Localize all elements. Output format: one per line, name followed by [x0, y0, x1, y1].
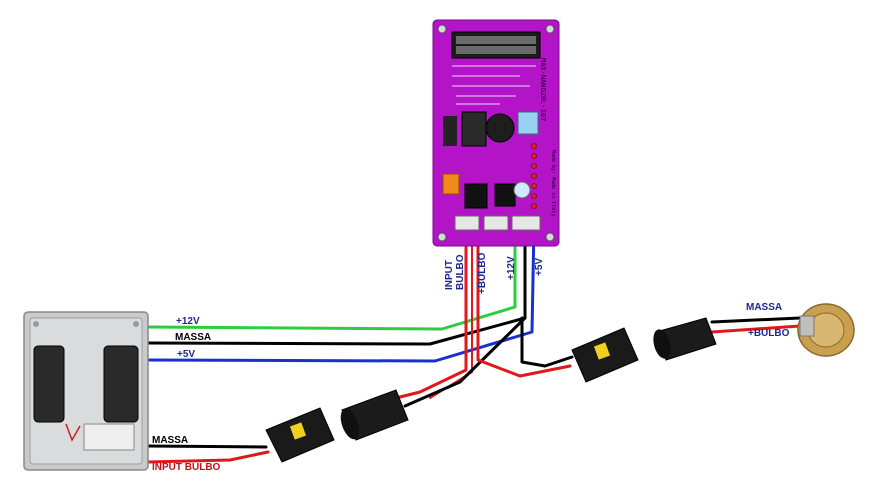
mount-hole-bl: [437, 232, 447, 242]
wire-plus-bulbo-red: [476, 223, 572, 378]
wire-ecu-input-bulbo: [146, 450, 270, 464]
label-plus-5v-board: +5V: [534, 258, 545, 276]
pcb-header-connector: [451, 31, 541, 59]
connector-left-female: [265, 407, 335, 463]
temperature-sensor: [797, 303, 855, 357]
pcb-orange-component: [442, 173, 460, 195]
connector-right-female: [571, 327, 639, 383]
pcb-led-column: [531, 143, 537, 209]
mount-hole-tl: [437, 24, 447, 34]
pcb-led-strip: [517, 111, 539, 135]
ecu-label-sticker: [83, 423, 135, 451]
ecu-connector-right: [103, 345, 139, 423]
ecu-label-massa: MASSA: [175, 332, 211, 343]
pcb-chip-left: [464, 183, 488, 209]
pcb-capacitor: [513, 181, 531, 199]
ecu-label-input-bulbo: INPUT BULBO: [152, 462, 221, 473]
wires: [146, 223, 802, 464]
label-plus-12v-board: +12V: [506, 256, 517, 280]
pcb-regulator: [443, 116, 457, 146]
wire-sensor-plus-bulbo: [710, 324, 802, 334]
ecu-connector-left: [33, 345, 65, 423]
connector-right-male: [653, 317, 717, 361]
pcb-board-name: MAX-NANO2BL-107: [539, 58, 547, 121]
header-pins-row2: [456, 46, 536, 54]
pcb-chip-top: [461, 111, 487, 147]
pcb-board: MAX-NANO2BL-107 Made by: Made in Italy: [432, 19, 560, 247]
ecu-label-plus-5v: +5V: [177, 349, 195, 360]
mount-hole-br: [545, 232, 555, 242]
header-pins-row1: [456, 36, 536, 44]
sensor-label-massa: MASSA: [746, 302, 782, 313]
ecu-label-plus-12v: +12V: [176, 316, 200, 327]
wire-massa-to-right-conn: [520, 316, 574, 368]
wire-sensor-massa: [710, 316, 802, 324]
ecu-red-mark: [65, 423, 81, 442]
pcb-terminal-right: [511, 215, 541, 231]
wire-input-bulbo-red: [394, 223, 468, 400]
mount-hole-tr: [545, 24, 555, 34]
wire-ecu-massa: [146, 444, 268, 449]
pcb-chip-right: [494, 183, 516, 207]
wire-5v-blue: [146, 223, 536, 363]
ecu-unit: [23, 311, 149, 471]
label-input-bulbo-line1: INPUT: [444, 260, 455, 290]
pcb-buzzer: [485, 113, 515, 143]
label-input-bulbo-line2: BULBO: [455, 254, 466, 290]
pcb-board-subtext: Made by: Made in Italy: [550, 150, 556, 216]
ecu-label-massa-bottom: MASSA: [152, 435, 188, 446]
connector-left-male: [340, 389, 409, 441]
pcb-traces: [452, 65, 536, 105]
pcb-terminal-left: [454, 215, 480, 231]
ecu-screw-tl: [33, 321, 39, 327]
label-plus-bulbo: +BULBO: [477, 252, 488, 294]
wire-massa-to-left-conn: [403, 316, 527, 408]
sensor-label-plus-bulbo: +BULBO: [748, 328, 790, 339]
pcb-terminal-mid: [483, 215, 509, 231]
ecu-screw-tr: [133, 321, 139, 327]
